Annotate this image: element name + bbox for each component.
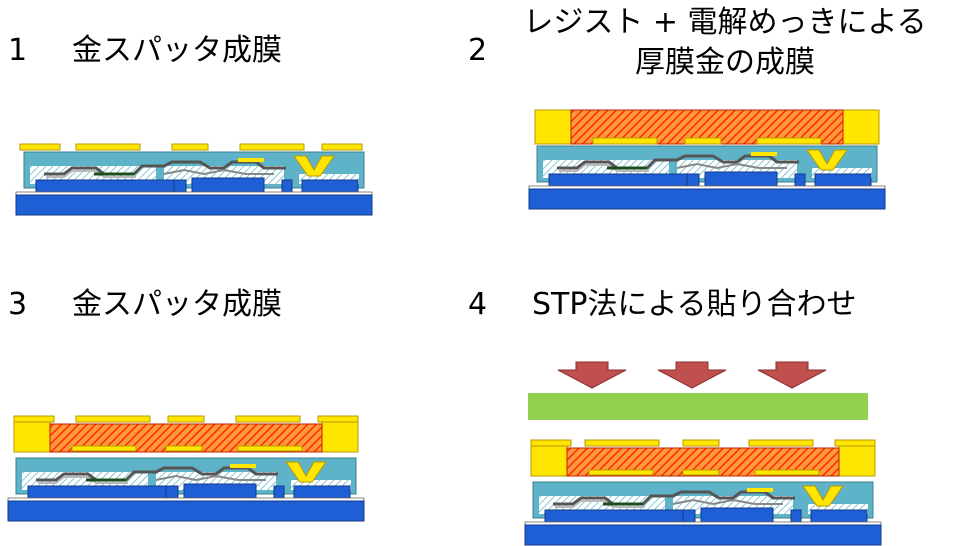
step-2-title-line2: 厚膜金の成膜: [635, 45, 815, 80]
stp-film: [528, 393, 868, 420]
panel-3-cross-section: [6, 415, 366, 523]
step-2-number: 2: [468, 33, 488, 68]
step-1-title: 金スパッタ成膜: [72, 33, 282, 68]
step-3-title: 金スパッタ成膜: [72, 287, 282, 322]
panel-4-cross-section: [523, 361, 883, 546]
press-arrow: [657, 361, 727, 389]
panel-2-cross-section: [527, 109, 887, 211]
step-4-title: STP法による貼り合わせ: [532, 287, 857, 322]
panel-1-cross-section: [14, 143, 374, 217]
press-arrow: [557, 361, 627, 389]
step-4-number: 4: [468, 287, 488, 322]
step-2-title-line1: レジスト + 電解めっきによる: [523, 5, 927, 40]
step-3-number: 3: [8, 287, 28, 322]
press-arrow: [757, 361, 827, 389]
step-1-number: 1: [8, 33, 28, 68]
